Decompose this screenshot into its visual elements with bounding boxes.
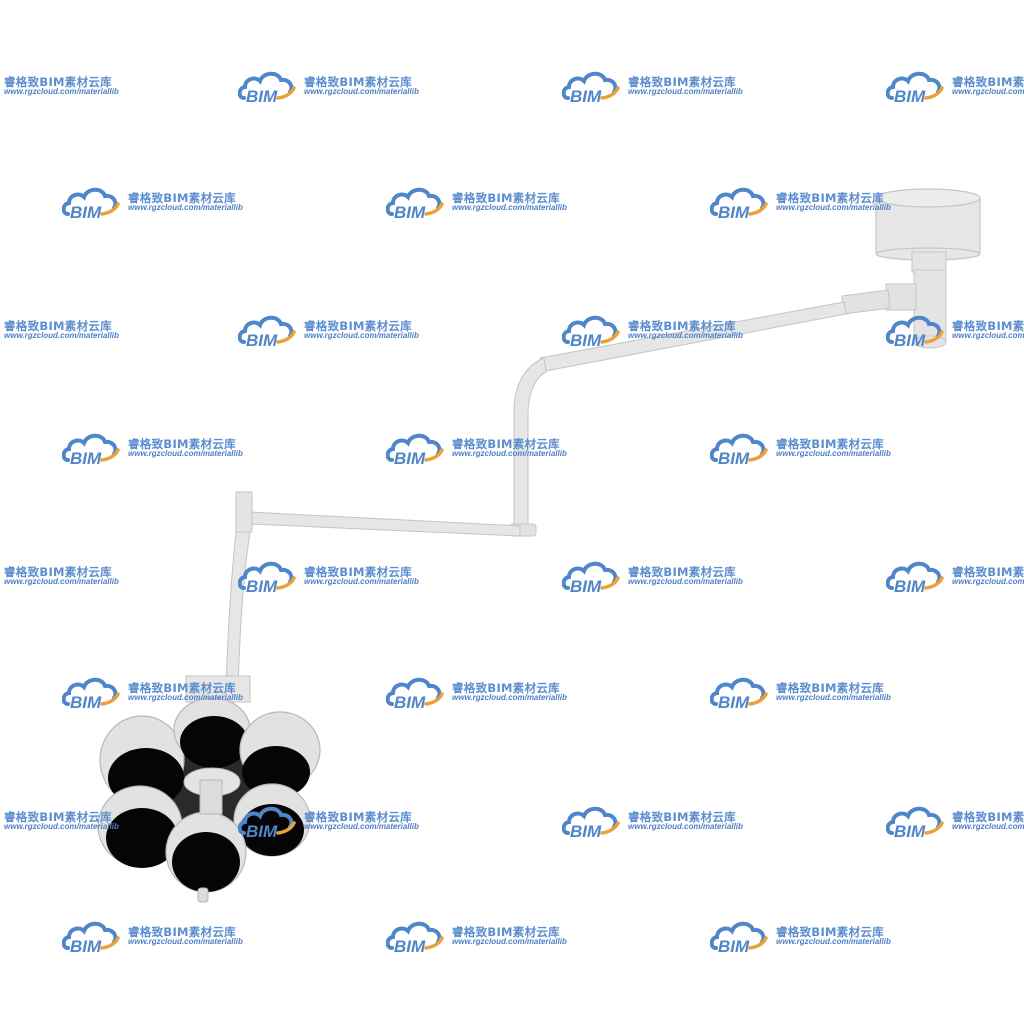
lamp-head [97, 697, 321, 903]
ceiling-mount [875, 188, 981, 349]
lower-arm [185, 491, 521, 703]
upper-arm [509, 289, 891, 537]
